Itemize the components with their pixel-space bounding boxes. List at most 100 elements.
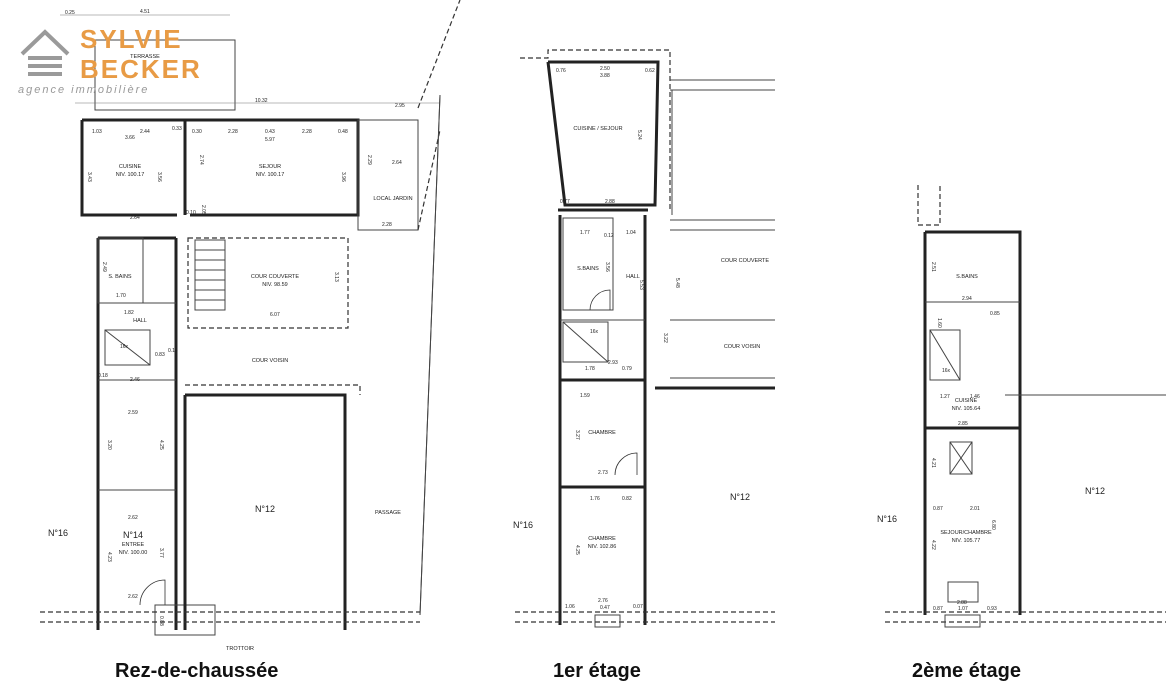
gf-dim: 2.49 <box>101 262 107 272</box>
gf-dim: 6.07 <box>270 312 280 318</box>
ff-dim: 5.53 <box>638 280 644 290</box>
sf-room-sejour-level: NIV. 105.77 <box>952 538 981 544</box>
caption-first-floor: 1er étage <box>553 660 641 682</box>
gf-dim: 3.66 <box>125 135 135 141</box>
ff-dim: 0.77 <box>560 199 570 205</box>
gf-dim: 2.64 <box>130 215 140 221</box>
gf-room-local-jardin: LOCAL JARDIN <box>373 196 412 202</box>
gf-dim: 1.82 <box>124 310 134 316</box>
gf-dim: 3.96 <box>340 172 346 182</box>
sf-room-sejour: SEJOUR/CHAMBRE <box>940 530 992 536</box>
ff-dim: 0.07 <box>633 604 643 610</box>
caption-second-floor: 2ème étage <box>912 660 1021 682</box>
gf-dim: 2.95 <box>395 103 405 109</box>
ff-dim: 2.76 <box>598 598 608 604</box>
gf-dim: 2.28 <box>302 129 312 135</box>
gf-room-entree: ENTREE <box>122 542 145 548</box>
gf-room-cuisine-level: NIV. 100.17 <box>116 172 145 178</box>
gf-dim: 0.48 <box>338 129 348 135</box>
gf-dim: 0.43 <box>265 129 275 135</box>
sf-dim: 2.85 <box>958 421 968 427</box>
ground-floor-plan: CUISINE NIV. 100.17 SEJOUR NIV. 100.17 L… <box>40 0 461 652</box>
sf-dim: 2.51 <box>930 262 936 272</box>
sf-dim: 2.94 <box>962 296 972 302</box>
ff-room-chambre2: CHAMBRE <box>588 536 616 542</box>
gf-dim: 1.70 <box>116 293 126 299</box>
ff-dim: 1.04 <box>626 230 636 236</box>
sf-dim: 2.01 <box>970 506 980 512</box>
caption-ground-floor: Rez-de-chaussée <box>115 660 279 682</box>
ff-room-cour-couverte: COUR COUVERTE <box>721 258 770 264</box>
ff-dim: 2.88 <box>605 199 615 205</box>
ff-room-cuisine-sejour: CUISINE / SEJOUR <box>573 126 622 132</box>
ff-label-n16: N°16 <box>513 520 533 530</box>
gf-room-cuisine: CUISINE <box>119 164 142 170</box>
sf-dim: 0.93 <box>987 606 997 612</box>
gf-room-terrasse: TERRASSE <box>130 54 160 60</box>
gf-dim: 0.10 <box>186 210 196 216</box>
gf-dim: 4.25 <box>158 440 164 450</box>
gf-room-cour-couverte: COUR COUVERTE <box>251 274 300 280</box>
gf-dim: 10.32 <box>255 98 268 104</box>
sf-dim: 2.88 <box>957 600 967 606</box>
gf-dim: 0.30 <box>192 129 202 135</box>
sf-room-cuisine-level: NIV. 105.64 <box>952 406 981 412</box>
sf-dim: 1.60 <box>936 318 942 328</box>
ff-dim: 5.48 <box>674 278 680 288</box>
gf-dim: 4.23 <box>106 552 112 562</box>
ff-dim: 0.47 <box>600 605 610 611</box>
gf-room-entree-level: NIV. 100.00 <box>119 550 148 556</box>
sf-label-n16: N°16 <box>877 514 897 524</box>
ff-dim: 2.73 <box>598 470 608 476</box>
gf-dim: 0.33 <box>172 126 182 132</box>
gf-dim: 0.88 <box>158 616 164 626</box>
ff-dim: 1.06 <box>565 604 575 610</box>
gf-dim: 2.44 <box>140 129 150 135</box>
ff-room-hall: HALL <box>626 274 640 280</box>
sf-dim: 1.27 <box>940 394 950 400</box>
gf-dim: 0.18 <box>98 373 108 379</box>
gf-label-trottoir: TROTTOIR <box>226 646 254 652</box>
sf-dim: 0.87 <box>933 606 943 612</box>
ff-dim: 0.62 <box>645 68 655 74</box>
ff-dim: 3.88 <box>600 73 610 79</box>
ff-dim: 2.93 <box>608 360 618 366</box>
ff-dim: 0.82 <box>622 496 632 502</box>
logo-line2: BECKER <box>80 54 202 84</box>
ff-dim: 1.76 <box>590 496 600 502</box>
gf-dim: 3.77 <box>158 548 164 558</box>
gf-room-cour-couverte-level: NIV. 98.59 <box>262 282 287 288</box>
gf-dim: 2.74 <box>198 155 204 165</box>
ff-dim: 0.12 <box>604 233 614 239</box>
house-icon <box>20 29 70 76</box>
gf-dim: 2.46 <box>130 377 140 383</box>
gf-dim: 5.97 <box>265 137 275 143</box>
gf-label-n16: N°16 <box>48 528 68 538</box>
ff-dim: 0.79 <box>622 366 632 372</box>
ff-room-chambre1: CHAMBRE <box>588 430 616 436</box>
sf-room-sbains: S.BAINS <box>956 274 978 280</box>
gf-dim: 3.43 <box>86 172 92 182</box>
gf-dim: 3.20 <box>106 440 112 450</box>
sf-dim: 1.46 <box>970 394 980 400</box>
gf-dim: 2.62 <box>128 594 138 600</box>
ff-dim: 1.59 <box>580 393 590 399</box>
gf-dim: 0.83 <box>155 352 165 358</box>
gf-dim: 16x <box>120 344 129 350</box>
ff-dim: 4.25 <box>574 545 580 555</box>
gf-dim: 3.13 <box>333 272 339 282</box>
gf-dim: 4.51 <box>140 9 150 15</box>
agency-logo: SYLVIE BECKER agence immobilière <box>18 24 200 104</box>
gf-room-entree-number: N°14 <box>123 530 143 540</box>
ff-dim: 3.22 <box>662 333 668 343</box>
gf-dim: 2.64 <box>392 160 402 166</box>
ff-label-n12: N°12 <box>730 492 750 502</box>
gf-room-sejour: SEJOUR <box>259 164 281 170</box>
sf-dim: 4.22 <box>930 540 936 550</box>
sf-dim: 16x <box>942 368 951 374</box>
logo-line1: SYLVIE <box>80 24 183 54</box>
gf-room-cour-voisin: COUR VOISIN <box>252 358 288 364</box>
gf-dim: 2.59 <box>128 410 138 416</box>
ff-dim: 0.76 <box>556 68 566 74</box>
